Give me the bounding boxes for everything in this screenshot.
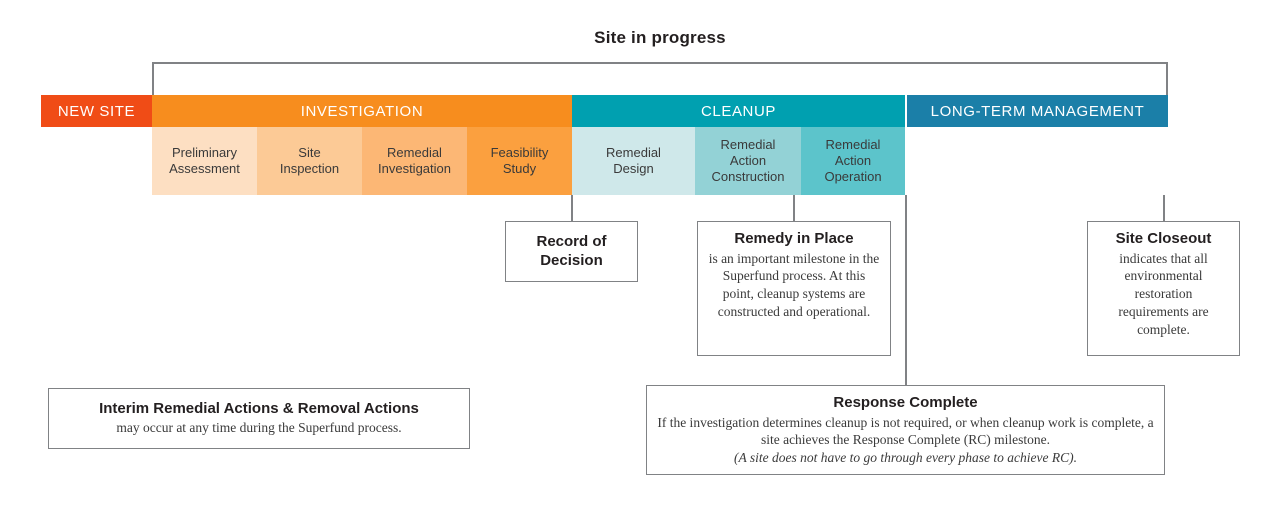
phase-banner-new-site[interactable]: NEW SITE	[41, 95, 152, 127]
callout-body: If the investigation determines cleanup …	[657, 414, 1154, 448]
callout-body: indicates that all environmental restora…	[1118, 250, 1209, 337]
subphase-label-line2: Design	[613, 161, 654, 176]
subphase-label-line1: Remedial	[387, 145, 442, 161]
callout-heading: Site Closeout	[1115, 230, 1212, 247]
phase-banner-label: INVESTIGATION	[300, 102, 424, 120]
connector-remedy-in-place	[793, 195, 795, 221]
connector-response-complete	[905, 195, 907, 385]
phase-banner-label: CLEANUP	[700, 102, 777, 120]
subphase-label-line1: Feasibility	[490, 145, 549, 161]
callout-response-complete: Response Complete If the investigation d…	[646, 385, 1165, 475]
subphase-feasibility-study[interactable]: Feasibility Study	[467, 127, 572, 195]
subphase-label-line1: Remedial	[720, 137, 776, 153]
site-in-progress-bracket	[152, 62, 1168, 96]
connector-record-of-decision	[571, 195, 573, 221]
callout-note: (A site does not have to go through ever…	[733, 450, 1078, 466]
callout-remedy-in-place: Remedy in Place is an important mileston…	[697, 221, 891, 356]
callout-interim-actions: Interim Remedial Actions & Removal Actio…	[48, 388, 470, 449]
subphase-label-line3: Operation	[824, 168, 882, 184]
callout-heading: Response Complete	[833, 394, 978, 411]
subphase-label-line1: Remedial	[825, 137, 881, 153]
subphase-label-line1: Remedial	[606, 145, 661, 161]
subphase-label-line1: Site	[298, 145, 321, 161]
subphase-remedial-action-operation[interactable]: Remedial Action Operation	[801, 127, 905, 195]
callout-site-closeout: Site Closeout indicates that all environ…	[1087, 221, 1240, 356]
subphase-label-line2: Study	[502, 161, 537, 176]
subphase-label-line3: Construction	[711, 168, 785, 184]
callout-record-of-decision: Record of Decision	[505, 221, 638, 282]
phase-banner-label: NEW SITE	[57, 102, 136, 120]
phase-banner-label: LONG-TERM MANAGEMENT	[930, 102, 1145, 120]
callout-heading: Interim Remedial Actions & Removal Actio…	[99, 399, 419, 417]
subphase-site-inspection[interactable]: Site Inspection	[257, 127, 362, 195]
subphase-label-line2: Inspection	[279, 161, 340, 176]
phase-banner-investigation[interactable]: INVESTIGATION	[152, 95, 572, 127]
subphase-remedial-investigation[interactable]: Remedial Investigation	[362, 127, 467, 195]
phase-banner-long-term-management[interactable]: LONG-TERM MANAGEMENT	[907, 95, 1168, 127]
subphase-label-line2: Action	[834, 153, 872, 169]
callout-heading-line1: Record of	[536, 232, 607, 250]
subphase-preliminary-assessment[interactable]: Preliminary Assessment	[152, 127, 257, 195]
subphase-label-line1: Preliminary	[171, 145, 237, 161]
phase-banner-cleanup[interactable]: CLEANUP	[572, 95, 905, 127]
subphase-label-line2: Action	[729, 153, 767, 169]
callout-heading: Remedy in Place	[734, 230, 854, 247]
connector-site-closeout	[1163, 195, 1165, 221]
callout-body: is an important milestone in the Superfu…	[708, 250, 880, 320]
callout-body: may occur at any time during the Superfu…	[116, 420, 402, 436]
page-title: Site in progress	[594, 28, 726, 47]
callout-heading-line2: Decision	[540, 251, 603, 269]
subphase-remedial-design[interactable]: Remedial Design	[572, 127, 695, 195]
subphase-label-line2: Assessment	[169, 161, 240, 176]
subphase-remedial-action-construction[interactable]: Remedial Action Construction	[695, 127, 801, 195]
subphase-label-line2: Investigation	[378, 161, 451, 176]
